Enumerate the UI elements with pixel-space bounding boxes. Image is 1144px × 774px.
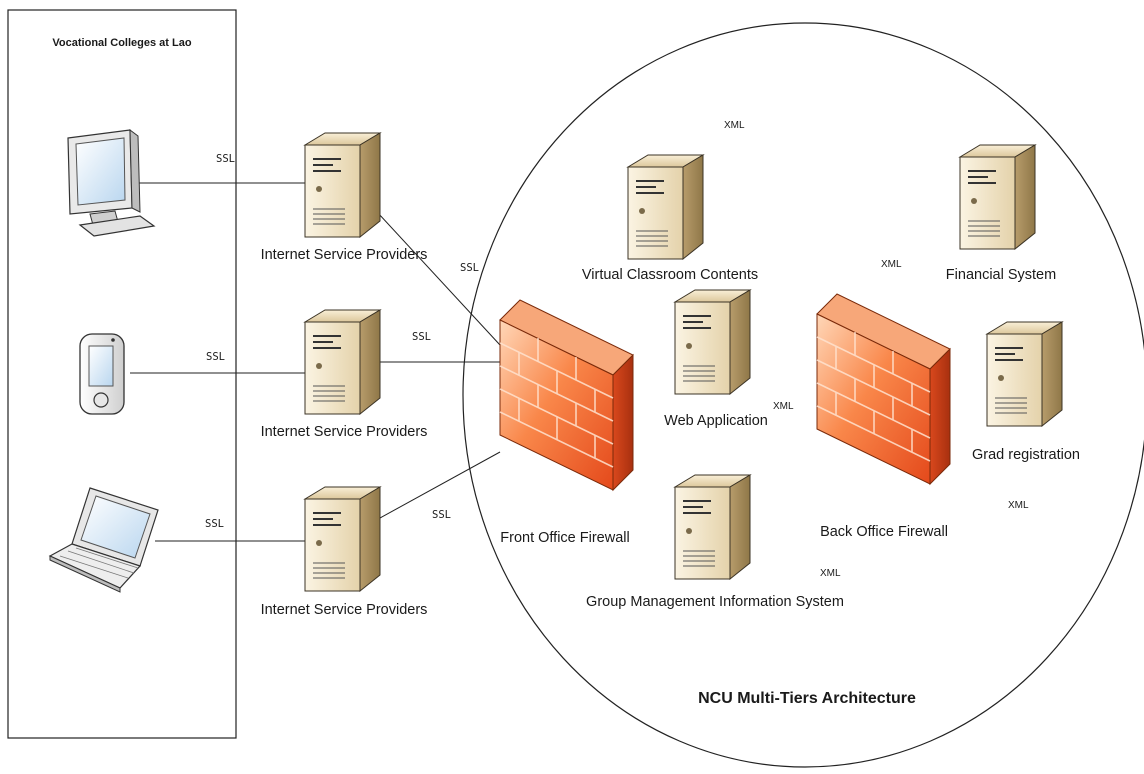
isp-server-icon-2[interactable]	[304, 309, 381, 415]
isp-server-icon-3[interactable]	[304, 486, 381, 592]
xml-label-1: XML	[724, 120, 745, 131]
financial-system-server-icon[interactable]	[959, 144, 1036, 250]
isp-label-2: Internet Service Providers	[261, 424, 428, 440]
pda-device-icon[interactable]	[79, 333, 125, 415]
isp-label-1: Internet Service Providers	[261, 247, 428, 263]
ssl-label-isp1: SSL	[460, 262, 479, 274]
xml-label-2: XML	[881, 259, 902, 270]
ncu-architecture-boundary	[462, 22, 1144, 768]
ssl-label-isp2: SSL	[412, 331, 431, 343]
financial-system-label: Financial System	[946, 267, 1056, 283]
front-office-firewall-icon[interactable]	[499, 299, 634, 491]
web-application-label: Web Application	[664, 413, 768, 429]
ssl-label-isp3: SSL	[432, 509, 451, 521]
architecture-title: NCU Multi-Tiers Architecture	[698, 690, 916, 707]
connection-lines	[130, 182, 501, 542]
xml-label-3: XML	[773, 401, 794, 412]
grad-registration-label: Grad registration	[972, 447, 1080, 463]
front-firewall-label: Front Office Firewall	[500, 530, 629, 546]
ssl-label-laptop: SSL	[205, 518, 224, 530]
back-office-firewall-icon[interactable]	[816, 293, 951, 485]
link-isp1-firewall	[377, 212, 501, 346]
ssl-label-desktop: SSL	[216, 153, 235, 165]
group-management-server-icon[interactable]	[674, 474, 751, 580]
laptop-icon[interactable]	[48, 487, 159, 593]
grad-registration-server-icon[interactable]	[986, 321, 1063, 427]
left-panel-title: Vocational Colleges at Lao	[52, 37, 191, 49]
web-application-server-icon[interactable]	[674, 289, 751, 395]
virtual-classroom-label: Virtual Classroom Contents	[582, 267, 758, 283]
desktop-monitor-icon[interactable]	[67, 128, 156, 237]
left-panel-box	[7, 9, 237, 739]
xml-label-4: XML	[1008, 500, 1029, 511]
isp-server-icon-1[interactable]	[304, 132, 381, 238]
ssl-label-pda: SSL	[206, 351, 225, 363]
isp-label-3: Internet Service Providers	[261, 602, 428, 618]
link-isp3-firewall	[379, 451, 501, 519]
group-management-label: Group Management Information System	[586, 594, 844, 610]
back-firewall-label: Back Office Firewall	[820, 524, 948, 540]
xml-label-5: XML	[820, 568, 841, 579]
virtual-classroom-server-icon[interactable]	[627, 154, 704, 260]
